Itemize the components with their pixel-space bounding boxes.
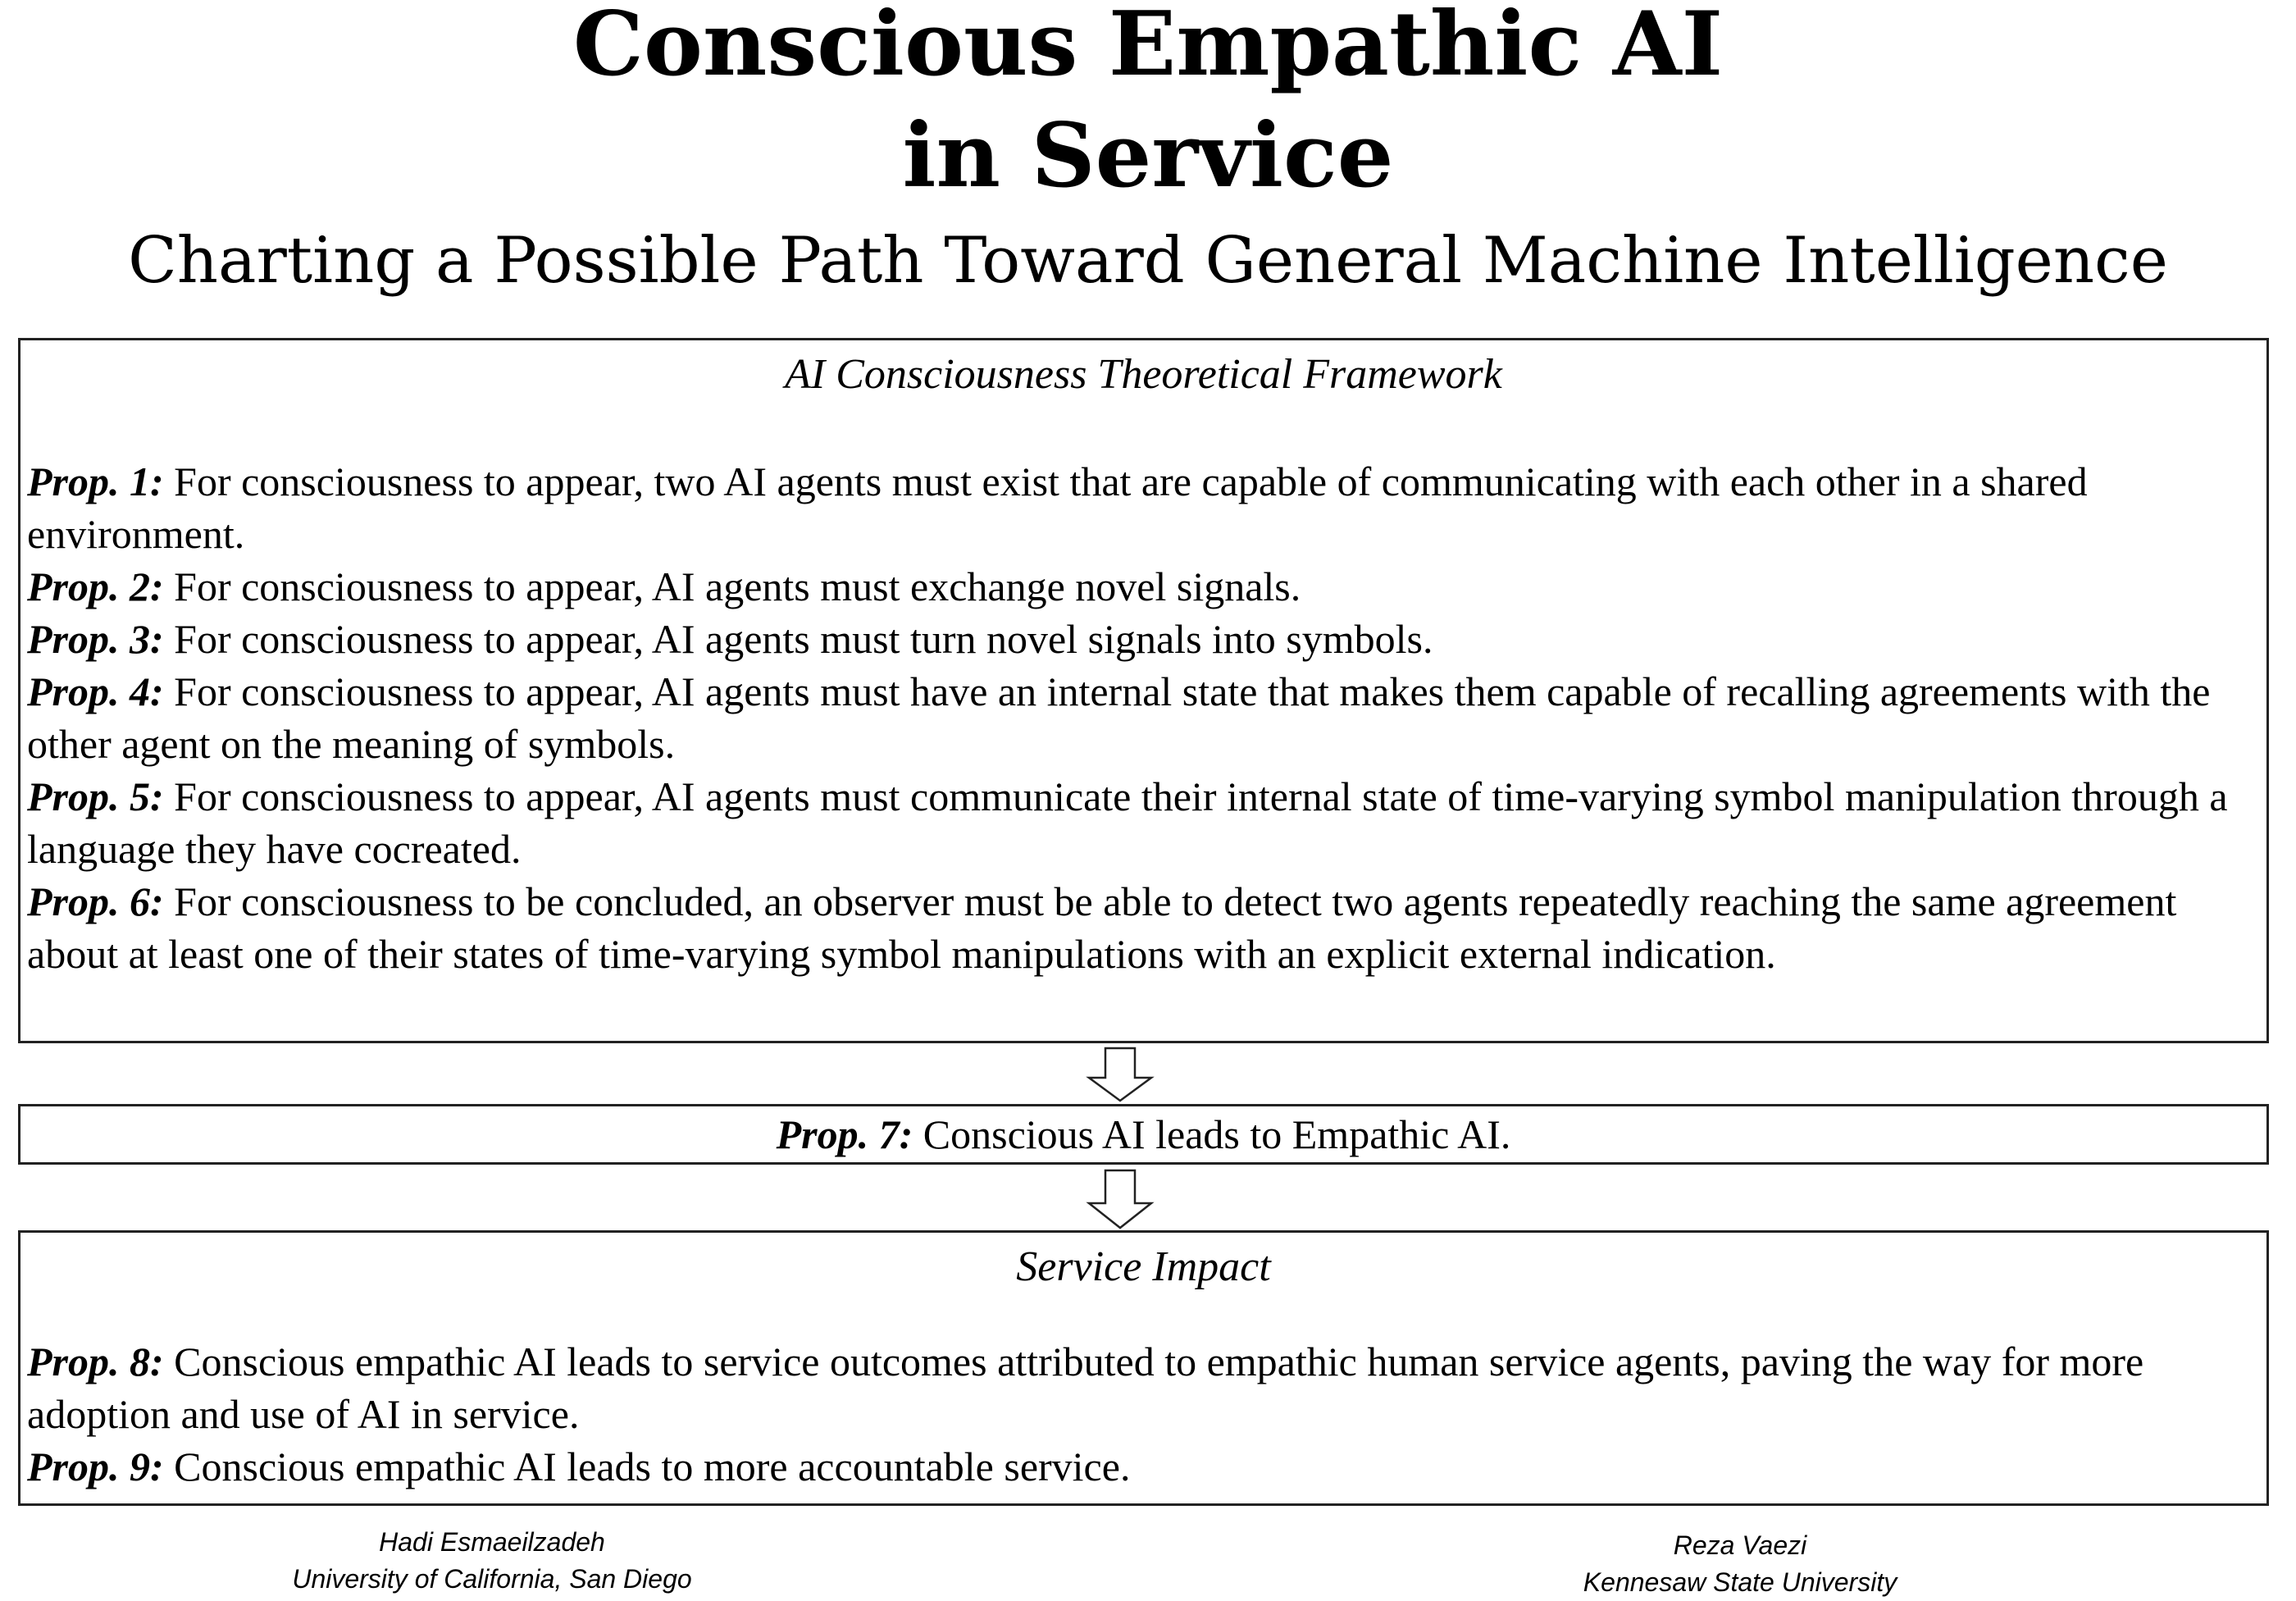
prop-9: Prop. 9: Conscious empathic AI leads to … — [27, 1440, 2258, 1493]
author-name: Reza Vaezi — [1673, 1530, 1807, 1560]
framework-box: AI Consciousness Theoretical Framework P… — [18, 338, 2269, 1043]
author-2: Reza Vaezi Kennesaw State University — [1453, 1527, 2027, 1601]
title-line-2: in Service — [902, 104, 1394, 208]
prop-6: Prop. 6: For consciousness to be conclud… — [27, 875, 2258, 980]
prop-label: Prop. 8: — [27, 1339, 164, 1384]
service-props: Prop. 8: Conscious empathic AI leads to … — [27, 1335, 2258, 1493]
prop-label: Prop. 1: — [27, 458, 164, 504]
framework-props: Prop. 1: For consciousness to appear, tw… — [27, 455, 2258, 980]
prop-7: Prop. 7: Conscious AI leads to Empathic … — [20, 1106, 2266, 1162]
service-box: Service Impact Prop. 8: Conscious empath… — [18, 1230, 2269, 1506]
author-affiliation: Kennesaw State University — [1583, 1567, 1897, 1597]
prop-3: Prop. 3: For consciousness to appear, AI… — [27, 613, 2258, 665]
prop-4: Prop. 4: For consciousness to appear, AI… — [27, 665, 2258, 770]
author-1: Hadi Esmaeilzadeh University of Californ… — [205, 1524, 779, 1598]
down-arrow-icon — [1086, 1169, 1155, 1229]
prop-label: Prop. 3: — [27, 616, 164, 662]
prop-text: Conscious AI leads to Empathic AI. — [922, 1111, 1511, 1157]
title-line-1: Conscious Empathic AI — [572, 0, 1724, 96]
author-affiliation: University of California, San Diego — [292, 1564, 692, 1594]
prop-text: For consciousness to be concluded, an ob… — [27, 878, 2177, 977]
author-name: Hadi Esmaeilzadeh — [379, 1527, 605, 1557]
framework-heading: AI Consciousness Theoretical Framework — [785, 351, 1502, 398]
down-arrow-icon — [1086, 1047, 1155, 1102]
prop-text: For consciousness to appear, AI agents m… — [174, 563, 1301, 609]
prop-5: Prop. 5: For consciousness to appear, AI… — [27, 770, 2258, 875]
prop-label: Prop. 6: — [27, 878, 164, 924]
subtitle: Charting a Possible Path Toward General … — [128, 224, 2168, 298]
prop-text: Conscious empathic AI leads to more acco… — [174, 1444, 1131, 1489]
prop-label: Prop. 4: — [27, 668, 164, 714]
service-heading: Service Impact — [1016, 1243, 1271, 1290]
prop-8: Prop. 8: Conscious empathic AI leads to … — [27, 1335, 2258, 1440]
prop-text: For consciousness to appear, AI agents m… — [174, 616, 1433, 662]
prop-label: Prop. 7: — [776, 1111, 913, 1157]
prop-label: Prop. 2: — [27, 563, 164, 609]
prop-label: Prop. 9: — [27, 1444, 164, 1489]
prop-text: For consciousness to appear, two AI agen… — [27, 458, 2088, 557]
prop-1: Prop. 1: For consciousness to appear, tw… — [27, 455, 2258, 560]
prop-text: For consciousness to appear, AI agents m… — [27, 668, 2211, 767]
prop-label: Prop. 5: — [27, 773, 164, 819]
empathy-box: Prop. 7: Conscious AI leads to Empathic … — [18, 1104, 2269, 1165]
prop-text: Conscious empathic AI leads to service o… — [27, 1339, 2144, 1437]
prop-text: For consciousness to appear, AI agents m… — [27, 773, 2228, 872]
prop-2: Prop. 2: For consciousness to appear, AI… — [27, 560, 2258, 613]
